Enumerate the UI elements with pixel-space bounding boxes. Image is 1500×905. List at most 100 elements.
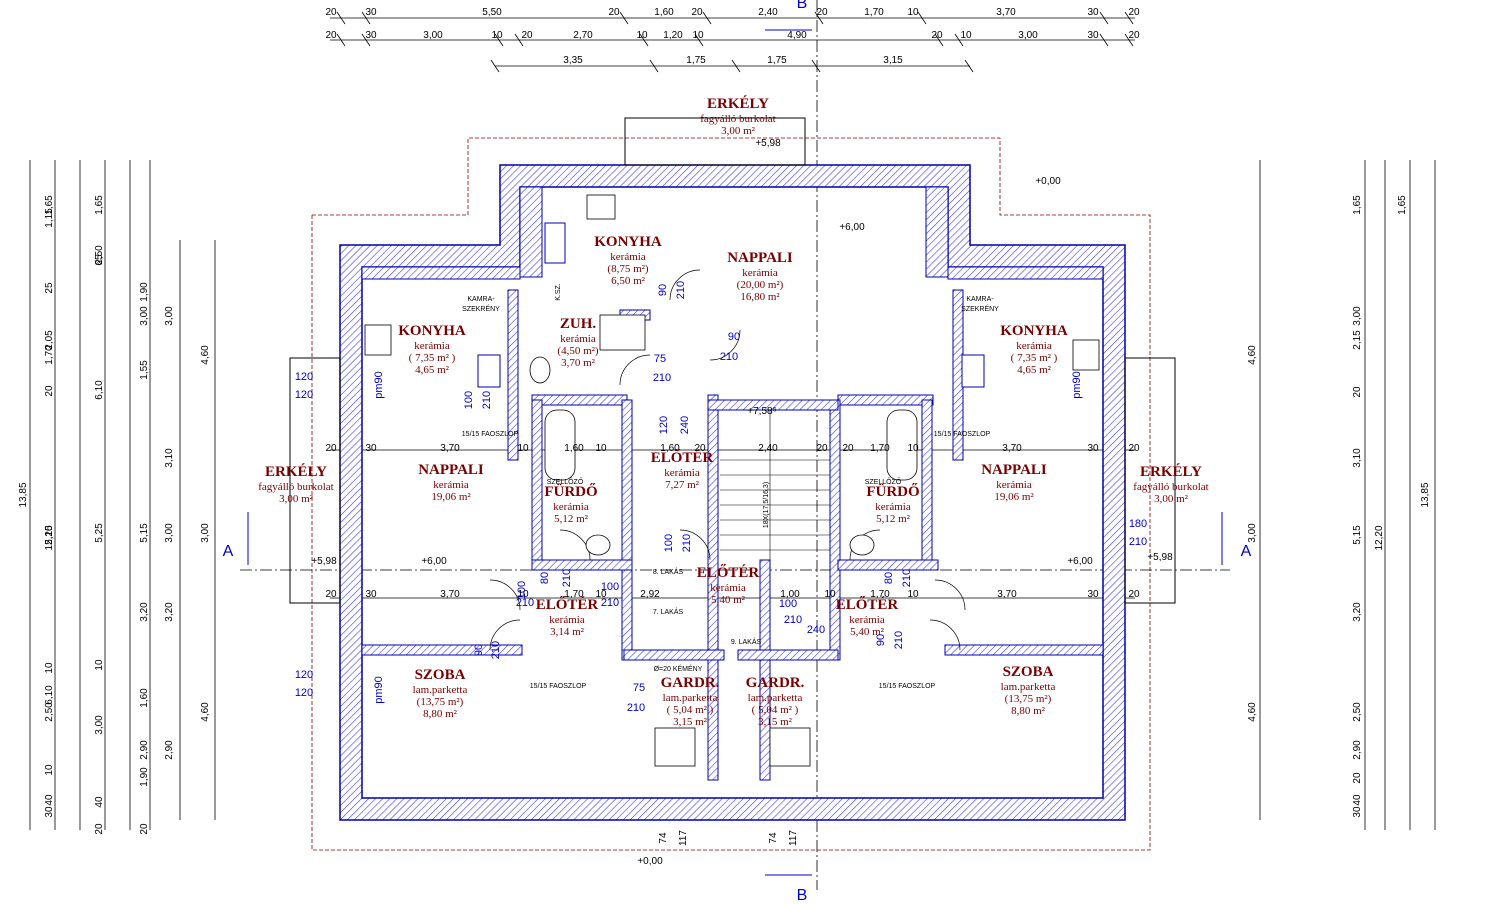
opening-size: 210: [490, 641, 502, 659]
left-dimension: 3,10: [164, 448, 175, 468]
balcony-railings: [289, 117, 1176, 604]
top-dimension: 1,75: [767, 55, 787, 66]
top-dimension: 1,20: [663, 30, 683, 41]
flat-label: 8. LAKÁS: [653, 567, 684, 576]
room-detail: (13,75 m²): [1005, 693, 1052, 705]
level-mark: +5,98: [311, 556, 337, 567]
row-dimension: 20: [325, 443, 337, 454]
top-dimension: 10: [636, 30, 648, 41]
opening-size: 90: [657, 284, 669, 296]
opening-size: 240: [679, 416, 691, 434]
opening-size: 210: [561, 569, 573, 587]
opening-size: 210: [627, 702, 645, 714]
room-name: ELŐTÉR: [697, 564, 760, 581]
room-name: GARDR.: [661, 675, 720, 691]
left-dimension: 2,90: [164, 740, 175, 760]
left-dimension: 6,10: [94, 380, 105, 400]
opening-size: 100: [663, 534, 675, 552]
flat-label: 7. LAKÁS: [653, 607, 684, 616]
left-dimension: 30: [44, 806, 55, 818]
right-dimension: 1,65: [1397, 195, 1408, 215]
level-mark: +7,58⁵: [747, 406, 776, 417]
room-detail: 4,65 m²: [415, 364, 450, 376]
room-detail: 3,00 m²: [1154, 493, 1189, 505]
top-dimension: 1,70: [864, 7, 884, 18]
opening-size: pm90: [1071, 371, 1083, 399]
left-dimension: 25: [44, 282, 55, 294]
opening-size: 120: [658, 416, 670, 434]
top-dimension: 20: [1128, 7, 1140, 18]
row-dimension: 20: [325, 589, 337, 600]
left-dimension: 2,90: [139, 740, 150, 760]
bottom-dimension: 74: [768, 832, 779, 844]
level-mark: +6,00: [839, 222, 865, 233]
level-mark: +5,98: [755, 138, 781, 149]
room-detail: ( 5,04 m² ): [667, 704, 714, 716]
room-detail: 3,00 m²: [279, 493, 314, 505]
left-dimension: 3,20: [164, 602, 175, 622]
row-dimension: 10: [517, 589, 529, 600]
row-dimension: 3,70: [997, 589, 1017, 600]
room-detail: 16,80 m²: [740, 291, 780, 303]
opening-size: 100: [516, 581, 528, 599]
room-detail: kerámia: [996, 479, 1032, 491]
row-dimension: 1,60: [660, 443, 680, 454]
level-mark: +6,00: [421, 556, 447, 567]
top-dimension: 10: [907, 7, 919, 18]
level-mark: +0,00: [637, 856, 663, 867]
room-detail: kerámia: [414, 340, 450, 352]
left-dimension: 4,60: [200, 345, 211, 365]
kamra-label: SZEKRÉNY: [462, 304, 500, 313]
post-label: 15/15 FAOSZLOP: [530, 683, 587, 690]
row-dimension: 2,92: [640, 589, 660, 600]
right-dimension: 20: [1352, 772, 1363, 784]
left-dimension: 1,90: [139, 767, 150, 787]
row-dimension: 3,70: [440, 589, 460, 600]
top-dimension: 20: [931, 30, 943, 41]
opening-size: 210: [681, 534, 693, 552]
top-dimension: 20: [1128, 30, 1140, 41]
left-dimension: 1,90: [139, 282, 150, 302]
fixtures: [364, 194, 1100, 767]
top-dimension: 30: [365, 7, 377, 18]
stair-treads: [720, 410, 830, 560]
row-dimension: 10: [907, 443, 919, 454]
room-detail: 6,50 m²: [611, 275, 646, 287]
room-name: GARDR.: [746, 675, 805, 691]
opening-size: 210: [481, 391, 493, 409]
room-name: ELŐTÉR: [836, 596, 899, 613]
right-dimension: 2,50: [1352, 702, 1363, 722]
opening-size: 180: [1129, 518, 1147, 530]
top-dimension: 4,90: [787, 30, 807, 41]
room-detail: 5,40 m²: [850, 626, 885, 638]
room-name: NAPPALI: [727, 250, 793, 266]
top-dimension: 20: [608, 7, 620, 18]
kamra-label: KAMRA-: [966, 296, 994, 303]
room-detail: fagyálló burkolat: [258, 481, 333, 493]
left-dimension: 3,00: [94, 715, 105, 735]
opening-size: 210: [1129, 536, 1147, 548]
left-dimension: 10: [44, 764, 55, 776]
room-detail: 3,00 m²: [721, 125, 756, 137]
section-label: A: [223, 543, 234, 560]
dimension-lines: [29, 17, 1436, 830]
room-name: KONYHA: [398, 323, 466, 339]
room-name: FÜRDŐ: [866, 483, 919, 500]
post-label: 15/15 FAOSZLOP: [879, 683, 936, 690]
left-dimension: 1,60: [139, 688, 150, 708]
row-dimension: 10: [907, 589, 919, 600]
left-dimension: 20: [44, 385, 55, 397]
row-dimension: 20: [694, 443, 706, 454]
right-dimension: 12,20: [1374, 525, 1385, 550]
opening-size: 210: [516, 597, 534, 609]
room-detail: kerámia: [553, 501, 589, 513]
room-detail: 5,40 m²: [711, 594, 746, 606]
level-mark: +5,98: [1147, 552, 1173, 563]
right-dimension: 30: [1352, 806, 1363, 818]
level-mark: +6,00: [1067, 556, 1093, 567]
left-dimension: 2,05: [44, 330, 55, 350]
right-dimension: 3,00: [1352, 306, 1363, 326]
